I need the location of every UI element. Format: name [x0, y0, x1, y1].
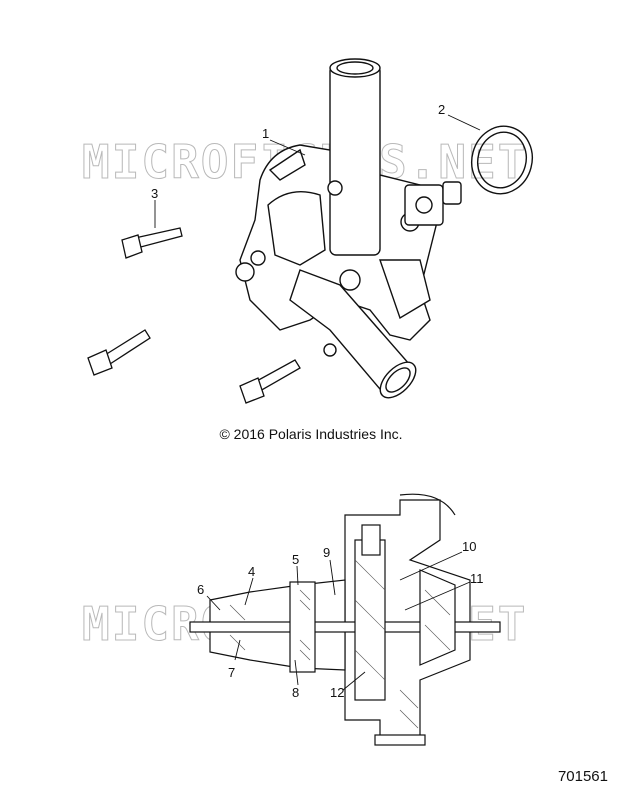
bolt-top-left	[121, 227, 183, 259]
callout-leaders-lower	[206, 551, 471, 691]
callout-5: 5	[292, 552, 299, 567]
document-number: 701561	[557, 768, 608, 785]
copyright-notice: © 2016 Polaris Industries Inc.	[219, 426, 403, 442]
callout-10: 10	[462, 539, 476, 554]
callout-11: 11	[470, 571, 484, 586]
callout-6: 6	[197, 582, 204, 597]
bolt-bottom-center	[239, 359, 301, 404]
callout-1: 1	[262, 126, 269, 141]
pump-cross-section	[189, 493, 501, 746]
callout-leaders-upper	[154, 114, 481, 228]
callout-3: 3	[151, 186, 158, 201]
callout-7: 7	[228, 665, 235, 680]
o-ring	[471, 125, 533, 195]
callout-8: 8	[292, 685, 299, 700]
callout-2: 2	[438, 102, 445, 117]
section-hatching	[229, 559, 451, 729]
bolt-bottom-left	[87, 329, 151, 376]
callout-12: 12	[330, 685, 344, 700]
callout-9: 9	[323, 545, 330, 560]
water-pump-housing	[235, 58, 462, 399]
callout-4: 4	[248, 564, 255, 579]
